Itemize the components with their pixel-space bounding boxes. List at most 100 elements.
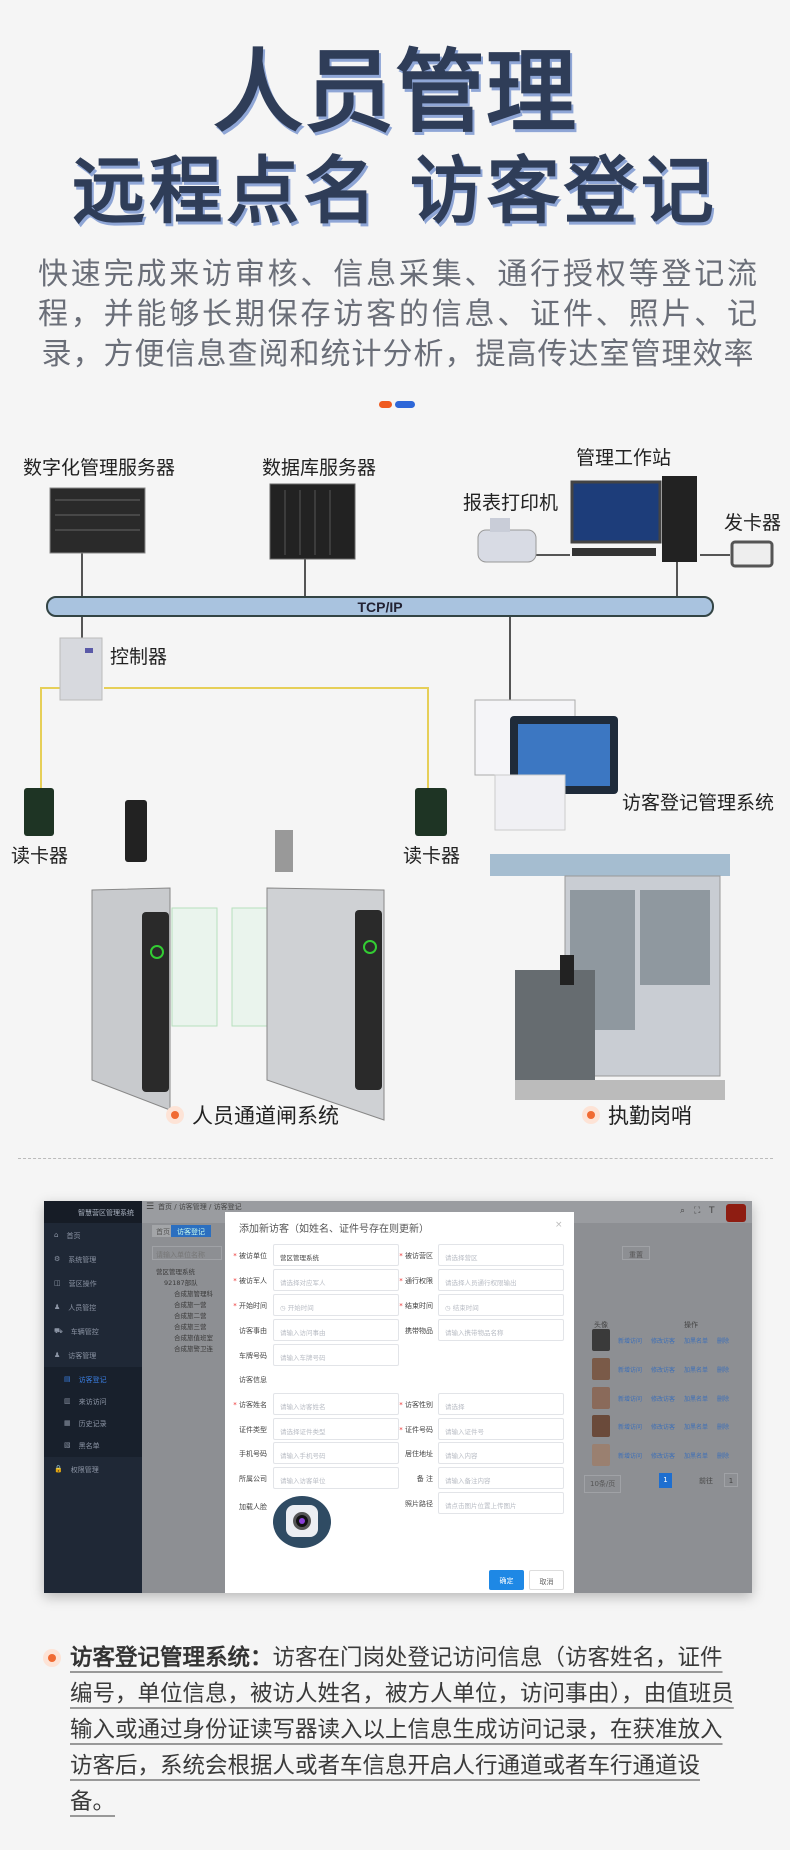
page-1-button[interactable]: 1: [659, 1473, 672, 1488]
row-action-link[interactable]: 新增访问: [618, 1453, 643, 1460]
form-input[interactable]: 请点击图片位置上传图片: [438, 1492, 564, 1514]
sidebar-item[interactable]: ▥来访访问: [44, 1389, 142, 1413]
tcp-ip-label: TCP/IP: [357, 599, 402, 615]
network-diagram: TCP/IP 数字化管理服务器 数据库服务器 管理工作站 报表打印机 发卡器 控…: [0, 420, 790, 1160]
field-label: * 通行权限: [399, 1277, 433, 1285]
bullet-icon: [582, 1106, 600, 1124]
tree-node[interactable]: 营区管理系统: [156, 1268, 195, 1276]
field-label: 备 注: [416, 1475, 433, 1483]
visitor-avatar: [592, 1415, 610, 1437]
row-action-link[interactable]: 删除: [717, 1424, 730, 1431]
row-action-link[interactable]: 删除: [717, 1396, 730, 1403]
form-input[interactable]: ◷ 开始时间: [273, 1294, 399, 1316]
form-input[interactable]: 请输入手机号码: [273, 1442, 399, 1464]
tree-node[interactable]: 92187部队: [164, 1279, 198, 1287]
confirm-button[interactable]: 确定: [489, 1570, 524, 1590]
row-action-link[interactable]: 加黑名单: [684, 1396, 709, 1403]
row-action-link[interactable]: 修改访客: [651, 1338, 676, 1345]
font-size-icon[interactable]: T: [709, 1206, 715, 1216]
tab-visitor-registration[interactable]: 访客登记: [171, 1225, 211, 1237]
row-action-link[interactable]: 修改访客: [651, 1396, 676, 1403]
page-size-select[interactable]: 10条/页: [584, 1475, 622, 1493]
tree-node[interactable]: 合成旅警卫连: [174, 1345, 213, 1353]
bullet-icon: [43, 1649, 61, 1667]
row-action-link[interactable]: 新增访问: [618, 1338, 643, 1345]
modal-title: 添加新访客（如姓名、证件号存在则更新）: [239, 1224, 429, 1235]
tree-node[interactable]: 合成旅二营: [174, 1312, 207, 1320]
form-input[interactable]: 请选择营区: [438, 1244, 564, 1266]
form-input[interactable]: 请输入车牌号码: [273, 1344, 399, 1366]
form-input[interactable]: 请输入访客单位: [273, 1467, 399, 1489]
form-input[interactable]: 请输入携带物品名称: [438, 1319, 564, 1341]
col-header-actions: 操作: [684, 1321, 698, 1329]
label-reader-right: 读卡器: [403, 845, 461, 867]
menu-toggle-icon[interactable]: ☰: [146, 1202, 155, 1212]
row-action-link[interactable]: 加黑名单: [684, 1367, 709, 1374]
form-input[interactable]: 请输入访客姓名: [273, 1393, 399, 1415]
diagram-lines: TCP/IP: [24, 476, 774, 1121]
tab-home[interactable]: 首页: [152, 1225, 174, 1237]
row-action-link[interactable]: 删除: [717, 1338, 730, 1345]
sidebar-item[interactable]: ⛟车辆管控: [44, 1319, 142, 1343]
form-input[interactable]: 请选择人员通行权限输出: [438, 1269, 564, 1291]
row-action-link[interactable]: 删除: [717, 1367, 730, 1374]
tree-node[interactable]: 合成旅三营: [174, 1323, 207, 1331]
cancel-button[interactable]: 取消: [529, 1570, 564, 1590]
form-input[interactable]: 请选择证件类型: [273, 1418, 399, 1440]
sidebar-icon: ⌂: [54, 1231, 59, 1239]
form-input[interactable]: 请选择: [438, 1393, 564, 1415]
field-label: 手机号码: [239, 1450, 267, 1458]
section-visitor-info: 访客信息: [239, 1376, 267, 1384]
search-icon[interactable]: ⌕: [680, 1206, 686, 1216]
sidebar-item[interactable]: ♟访客管理: [44, 1343, 142, 1367]
goto-page-input[interactable]: 1: [724, 1473, 738, 1487]
form-input[interactable]: ◷ 结束时间: [438, 1294, 564, 1316]
sidebar-item-label: 车辆管控: [70, 1328, 99, 1336]
label-db-server: 数据库服务器: [262, 457, 377, 479]
sidebar-item[interactable]: ⚙系统管理: [44, 1247, 142, 1271]
sidebar-item[interactable]: ♟人员管控: [44, 1295, 142, 1319]
row-action-link[interactable]: 新增访问: [618, 1367, 643, 1374]
row-action-link[interactable]: 删除: [717, 1453, 730, 1460]
indicator-dot-blue: [395, 401, 415, 408]
goto-label: 前往: [699, 1477, 713, 1485]
row-action-link[interactable]: 加黑名单: [684, 1338, 709, 1345]
sidebar-item[interactable]: ◫营区操作: [44, 1271, 142, 1295]
form-input[interactable]: 请输入访问事由: [273, 1319, 399, 1341]
row-action-link[interactable]: 新增访问: [618, 1396, 643, 1403]
sidebar-item[interactable]: ▦历史记录: [44, 1411, 142, 1435]
visitor-avatar: [592, 1444, 610, 1466]
tree-node[interactable]: 合成旅管理科: [174, 1290, 213, 1298]
close-icon[interactable]: ×: [555, 1220, 563, 1230]
digital-server-icon: [49, 487, 146, 554]
sidebar-item[interactable]: ▧黑名单: [44, 1433, 142, 1457]
fullscreen-icon[interactable]: ⛶: [694, 1206, 701, 1216]
row-action-link[interactable]: 加黑名单: [684, 1424, 709, 1431]
row-action-link[interactable]: 修改访客: [651, 1453, 676, 1460]
tree-node[interactable]: 合成旅值班室: [174, 1334, 213, 1342]
form-input[interactable]: 请输入证件号: [438, 1418, 564, 1440]
field-label: 居住地址: [405, 1450, 433, 1458]
row-action-link[interactable]: 新增访问: [618, 1424, 643, 1431]
page-subtitle: 远程点名 访客登记: [72, 149, 718, 234]
reset-button[interactable]: 重置: [622, 1246, 650, 1260]
row-action-link[interactable]: 修改访客: [651, 1367, 676, 1374]
field-label: * 被访军人: [233, 1277, 267, 1285]
camera-upload-icon[interactable]: [273, 1496, 331, 1548]
sidebar-item[interactable]: ⌂首页: [44, 1223, 142, 1247]
form-input[interactable]: 营区管理系统: [273, 1244, 399, 1266]
row-action-link[interactable]: 修改访客: [651, 1424, 676, 1431]
form-input[interactable]: 请输入内容: [438, 1442, 564, 1464]
form-input[interactable]: 请选择对应军人: [273, 1269, 399, 1291]
tree-node[interactable]: 合成旅一营: [174, 1301, 207, 1309]
label-workstation: 管理工作站: [576, 447, 672, 469]
sidebar-item-label: 权限管理: [70, 1466, 99, 1474]
bullet-icon: [166, 1106, 184, 1124]
sidebar-item[interactable]: ▤访客登记: [44, 1367, 142, 1391]
unit-search-input[interactable]: 请输入单位名称: [152, 1246, 222, 1260]
user-avatar[interactable]: [726, 1204, 746, 1222]
row-action-link[interactable]: 加黑名单: [684, 1453, 709, 1460]
visitor-avatar: [592, 1387, 610, 1409]
form-input[interactable]: 请输入备注内容: [438, 1467, 564, 1489]
sidebar-item[interactable]: 🔒权限管理: [44, 1457, 142, 1481]
